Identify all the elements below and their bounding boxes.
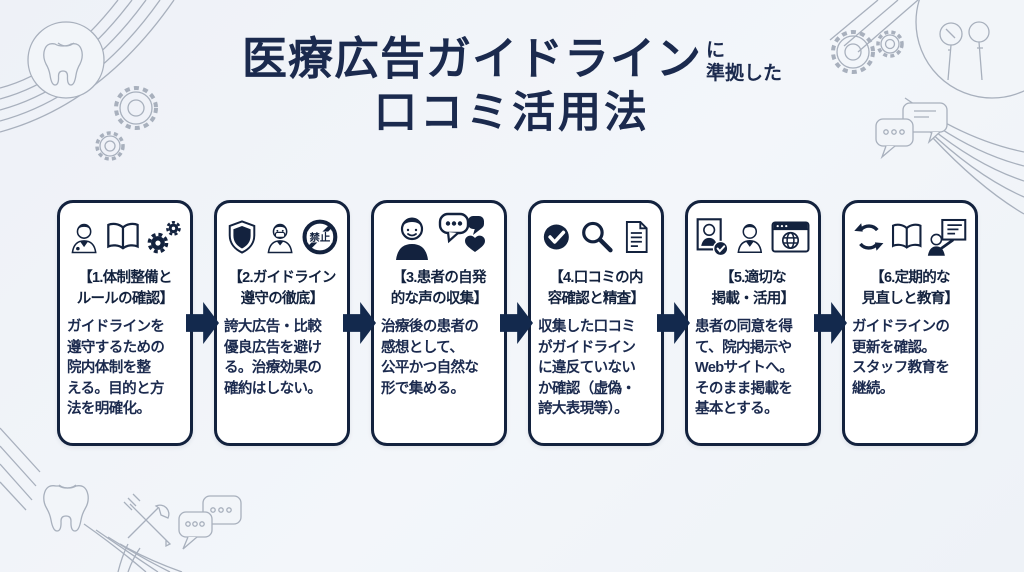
page-title: 医療広告ガイドライン に 準拠した 口コミ活用法 [0, 36, 1024, 135]
step-title: 【6.定期的な 見直しと教育】 [861, 270, 959, 308]
step-body: ガイドラインの 更新を確認。 スタッフ教育を 継続。 [852, 319, 950, 397]
step-title: 【5.適切な 掲載・活用】 [711, 270, 796, 308]
chat-bubbles-icon [178, 495, 242, 550]
patient-icon [395, 217, 428, 260]
masked-doctor-icon [267, 223, 293, 254]
step-2-icons: 禁止 [224, 210, 340, 264]
refresh-icon [854, 223, 884, 251]
step-body: 患者の同意を得 て、院内掲示や Webサイトへ。 そのまま掲載を 基本とする。 [695, 319, 794, 418]
step-1-icons [67, 210, 183, 264]
open-book-icon [107, 222, 139, 250]
doctor-icon [737, 224, 763, 254]
trainer-icon [928, 218, 967, 256]
magnifier-icon [581, 221, 613, 253]
step-title: 【4.口コミの内 容確認と精査】 [547, 270, 645, 308]
title-suffix-line1: に [706, 40, 726, 61]
title-suffix-line2: 準拠した [706, 62, 783, 84]
check-circle-icon [543, 224, 569, 250]
step-title: 【3.患者の自発 的な声の収集】 [390, 270, 488, 308]
doctor-icon [71, 223, 97, 254]
prohibition-icon: 禁止 [302, 219, 338, 255]
gear-icon [95, 131, 125, 161]
step-card-5: 【5.適切な 掲載・活用】 患者の同意を得 て、院内掲示や Webサイトへ。 そ… [685, 200, 821, 446]
document-icon [626, 221, 648, 253]
step-body: 収集した口コミ がガイドライン に違反ていない か確認（虚偽・ 誇大表現等）。 [538, 319, 636, 418]
step-6-icons [852, 210, 968, 264]
step-card-6: 【6.定期的な 見直しと教育】 ガイドラインの 更新を確認。 スタッフ教育を 継… [842, 200, 978, 446]
step-card-3: 【3.患者の自発 的な声の収集】 治療後の患者の 感想として、 公平かつ自然な … [371, 200, 507, 446]
shield-icon [228, 220, 256, 254]
consent-photo-icon [696, 218, 729, 257]
open-book-icon [891, 223, 922, 249]
tooth-icon [43, 484, 89, 532]
step-4-icons [538, 210, 654, 264]
step-card-2: 禁止 【2.ガイドライン 遵守の徹底】 誇大広告・比較 優良広告を避け る。治療… [214, 200, 350, 446]
step-3-icons [381, 210, 497, 264]
step-5-icons [695, 210, 811, 264]
step-title: 【2.ガイドライン 遵守の徹底】 [228, 270, 336, 308]
prohibition-label: 禁止 [309, 231, 331, 244]
title-line2: 口コミ活用法 [374, 88, 650, 137]
step-card-1: 【1.体制整備と ルールの確認】 ガイドラインを 遵守するための 院内体制を整 … [57, 200, 193, 446]
crossed-tools-icon [123, 493, 172, 548]
step-card-4: 【4.口コミの内 容確認と精査】 収集した口コミ がガイドライン に違反ていない… [528, 200, 664, 446]
step-title: 【1.体制整備と ルールの確認】 [76, 270, 174, 308]
title-suffix: に 準拠した [706, 40, 782, 86]
step-body: 誇大広告・比較 優良広告を避け る。治療効果の 確約はしない。 [224, 319, 322, 397]
chat-heart-icon [438, 212, 485, 252]
gears-icon [147, 221, 181, 254]
title-main: 医療広告ガイドライン [241, 33, 702, 84]
curved-lines [0, 427, 183, 572]
browser-globe-icon [771, 221, 810, 253]
step-body: ガイドラインを 遵守するための 院内体制を整 える。目的と方 法を明確化。 [67, 319, 165, 418]
step-body: 治療後の患者の 感想として、 公平かつ自然な 形で集める。 [381, 319, 479, 397]
